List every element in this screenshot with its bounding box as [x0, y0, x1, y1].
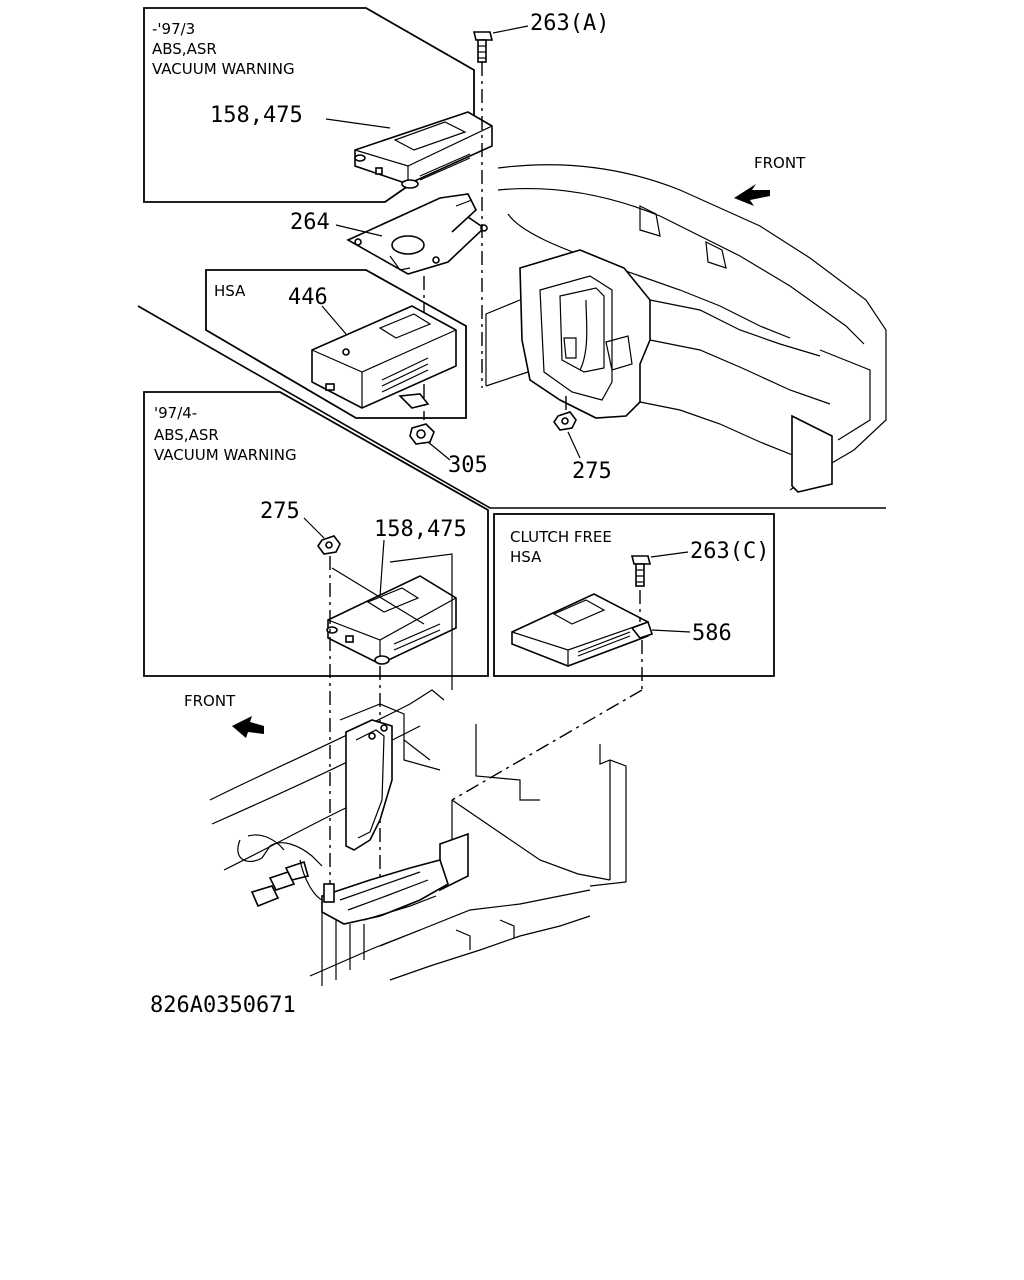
part-ref-263c: 263(C)	[690, 539, 769, 564]
bracket-264	[346, 193, 488, 275]
bolt-263c	[630, 555, 652, 587]
drawing-number: 826A0350671	[150, 993, 296, 1018]
part-ref-158-475-top: 158,475	[210, 103, 303, 128]
nut-275-left	[317, 535, 341, 555]
part-ref-158-475-mid: 158,475	[374, 517, 467, 542]
separator-line	[137, 305, 886, 509]
front-label-upper: FRONT	[754, 154, 806, 172]
part-ref-263a: 263(A)	[530, 11, 609, 36]
group-label-mid-left-2: ABS,ASR	[154, 426, 219, 444]
group-label-hsa: HSA	[214, 282, 246, 300]
group-label-top-left-2: ABS,ASR	[152, 40, 217, 58]
dashboard-structure	[485, 164, 887, 493]
group-box-mid-left	[143, 391, 489, 677]
group-label-clutch-free-2: HSA	[510, 548, 542, 566]
control-module-446	[311, 305, 457, 409]
group-label-clutch-free-1: CLUTCH FREE	[510, 528, 612, 546]
group-box-hsa	[205, 269, 467, 419]
group-label-mid-left-3: VACUUM WARNING	[154, 446, 297, 464]
front-arrow-lower	[232, 716, 264, 738]
part-ref-446: 446	[288, 285, 328, 310]
front-label-lower: FRONT	[184, 692, 236, 710]
nut-305	[409, 423, 435, 445]
floor-structure	[209, 689, 627, 986]
group-label-top-left-1: -'97/3	[152, 20, 195, 38]
group-label-top-left-3: VACUUM WARNING	[152, 60, 295, 78]
control-module-158-475-top	[354, 111, 493, 189]
front-arrow-upper	[734, 184, 770, 206]
part-ref-264: 264	[290, 210, 330, 235]
group-box-clutch-free	[493, 513, 775, 677]
part-ref-305: 305	[448, 453, 488, 478]
part-ref-275-left: 275	[260, 499, 300, 524]
part-ref-275-right: 275	[572, 459, 612, 484]
control-module-158-475-mid	[326, 575, 457, 665]
group-label-mid-left-1: '97/4-	[154, 404, 197, 422]
control-module-586	[511, 593, 654, 667]
nut-275-right	[553, 396, 577, 431]
part-ref-586: 586	[692, 621, 732, 646]
bolt-263a	[472, 31, 494, 63]
